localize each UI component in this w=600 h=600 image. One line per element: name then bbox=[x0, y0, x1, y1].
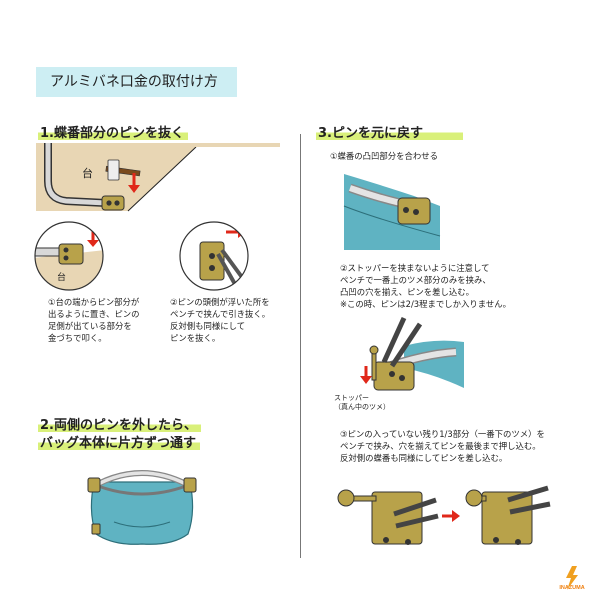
section1-heading: 1.蝶番部分のピンを抜く bbox=[38, 126, 188, 142]
column-divider bbox=[300, 134, 301, 558]
section3-step3-text: ③ピンの入っていない残り1/3部分（一番下のツメ）を ペンチで挟み、穴を揃えてピ… bbox=[340, 429, 545, 463]
hinge-align-illustration bbox=[343, 166, 441, 250]
stand-label-small: 台 bbox=[57, 273, 67, 283]
hammer-stand-illustration bbox=[36, 143, 280, 235]
inazuma-logo: INAZUMA bbox=[559, 566, 585, 591]
svg-text:INAZUMA: INAZUMA bbox=[559, 585, 584, 591]
pin-push-illustration bbox=[332, 476, 552, 556]
bag-illustration bbox=[87, 470, 197, 545]
section2-heading-line2: バッグ本体に片方ずつ通す bbox=[38, 436, 201, 452]
hinge-closeup-circle-2 bbox=[179, 221, 249, 291]
section2-heading-line1: 2.両側のピンを外したら、 bbox=[38, 418, 201, 434]
stopper-label: ストッパー （真ん中のツメ） bbox=[334, 394, 390, 411]
hinge-closeup-circle-1 bbox=[34, 221, 104, 291]
pin-insert-illustration bbox=[344, 316, 464, 408]
page-title: アルミバネ口金の取付け方 bbox=[36, 67, 237, 97]
section3-step1-text: ①蝶番の凸凹部分を合わせる bbox=[330, 151, 439, 161]
stand-label: 台 bbox=[82, 167, 93, 180]
section1-step2-text: ②ピンの頭側が浮いた所を ペンチで挟んで引き抜く。 反対側も同様にして ピンを抜… bbox=[170, 297, 271, 343]
section3-heading: 3.ピンを元に戻す bbox=[316, 126, 463, 142]
section3-step2-text: ②ストッパーを挟まないように注意して ペンチで一番上のツメ部分のみを挟み、 凸凹… bbox=[340, 263, 511, 309]
section1-step1-text: ①台の端からピン部分が 出るように置き、ピンの 足側が出ている部分を 金づちで叩… bbox=[48, 297, 140, 343]
